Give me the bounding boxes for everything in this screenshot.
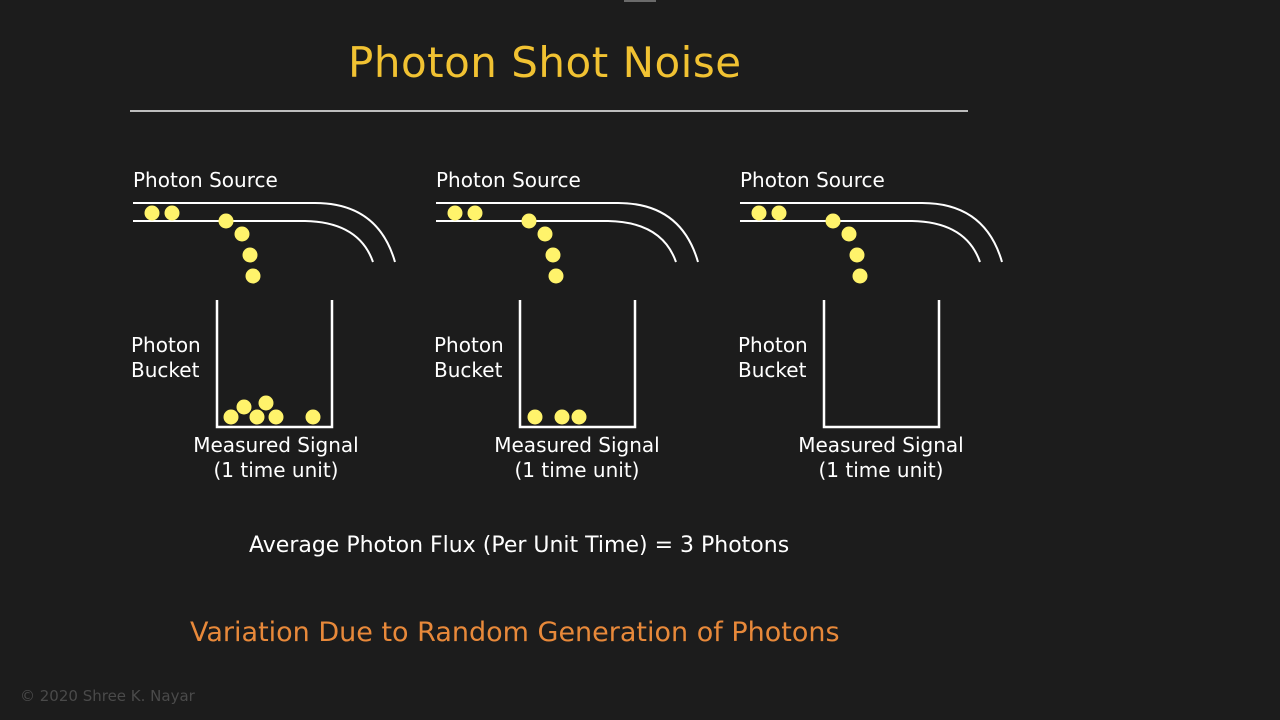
collected-photon — [249, 409, 265, 425]
measured-signal-line1: Measured Signal — [494, 433, 660, 457]
source-photon — [849, 247, 865, 263]
source-photon — [447, 205, 463, 221]
source-photon — [751, 205, 767, 221]
photon-source-label: Photon Source — [740, 168, 885, 192]
source-photon — [521, 213, 537, 229]
measured-signal-label: Measured Signal (1 time unit) — [477, 433, 677, 483]
source-photon — [144, 205, 160, 221]
photon-diagram-svg — [436, 202, 699, 429]
title-divider — [130, 110, 968, 112]
diagram-panel-2: Photon Source Photon Bucket Measured Sig… — [434, 0, 736, 720]
falling-photon — [852, 268, 868, 284]
photon-bucket-label-line2: Bucket — [738, 358, 807, 382]
variation-caption: Variation Due to Random Generation of Ph… — [190, 617, 840, 648]
source-photon — [825, 213, 841, 229]
photon-bucket-label: Photon Bucket — [738, 333, 808, 383]
measured-signal-label: Measured Signal (1 time unit) — [176, 433, 376, 483]
source-tube-inner — [436, 220, 677, 263]
photon-diagram-svg — [133, 202, 396, 429]
source-photon — [545, 247, 561, 263]
measured-signal-line1: Measured Signal — [798, 433, 964, 457]
collected-photon — [554, 409, 570, 425]
photon-bucket-label: Photon Bucket — [131, 333, 201, 383]
measured-signal-line2: (1 time unit) — [213, 458, 339, 482]
photon-source-label: Photon Source — [436, 168, 581, 192]
photon-diagram-svg — [740, 202, 1003, 429]
source-tube-inner — [133, 220, 374, 263]
source-tube-outer — [740, 202, 1003, 263]
source-photon — [242, 247, 258, 263]
falling-photon — [245, 268, 261, 284]
slide-title: Photon Shot Noise — [348, 38, 742, 87]
photon-bucket — [822, 300, 941, 429]
measured-signal-label: Measured Signal (1 time unit) — [781, 433, 981, 483]
collected-photon — [571, 409, 587, 425]
source-tube-outer — [436, 202, 699, 263]
source-tube-outer — [133, 202, 396, 263]
measured-signal-line2: (1 time unit) — [818, 458, 944, 482]
photon-bucket-label-line1: Photon — [738, 333, 808, 357]
measured-signal-line2: (1 time unit) — [514, 458, 640, 482]
falling-photon — [548, 268, 564, 284]
photon-bucket-label-line1: Photon — [434, 333, 504, 357]
source-photon — [467, 205, 483, 221]
source-photon — [537, 226, 553, 242]
collected-photon — [236, 399, 252, 415]
diagram-panel-1: Photon Source Photon Bucket — [131, 0, 433, 720]
collected-photon — [527, 409, 543, 425]
photon-bucket — [215, 300, 334, 429]
measured-signal-line1: Measured Signal — [193, 433, 359, 457]
average-flux-text: Average Photon Flux (Per Unit Time) = 3 … — [249, 533, 790, 558]
source-tube-inner — [740, 220, 981, 263]
top-indicator — [624, 0, 656, 2]
photon-bucket-label-line2: Bucket — [434, 358, 503, 382]
photon-bucket-label-line1: Photon — [131, 333, 201, 357]
collected-photon — [305, 409, 321, 425]
photon-bucket-label-line2: Bucket — [131, 358, 200, 382]
photon-bucket-label: Photon Bucket — [434, 333, 504, 383]
collected-photon — [223, 409, 239, 425]
copyright-notice: © 2020 Shree K. Nayar — [20, 687, 195, 705]
diagram-panel-3: Photon Source Photon Bucket Measured Sig… — [738, 0, 1040, 720]
source-photon — [841, 226, 857, 242]
collected-photon — [268, 409, 284, 425]
photon-bucket — [518, 300, 637, 429]
source-photon — [218, 213, 234, 229]
collected-photon — [258, 395, 274, 411]
photon-source-label: Photon Source — [133, 168, 278, 192]
source-photon — [164, 205, 180, 221]
source-photon — [771, 205, 787, 221]
source-photon — [234, 226, 250, 242]
